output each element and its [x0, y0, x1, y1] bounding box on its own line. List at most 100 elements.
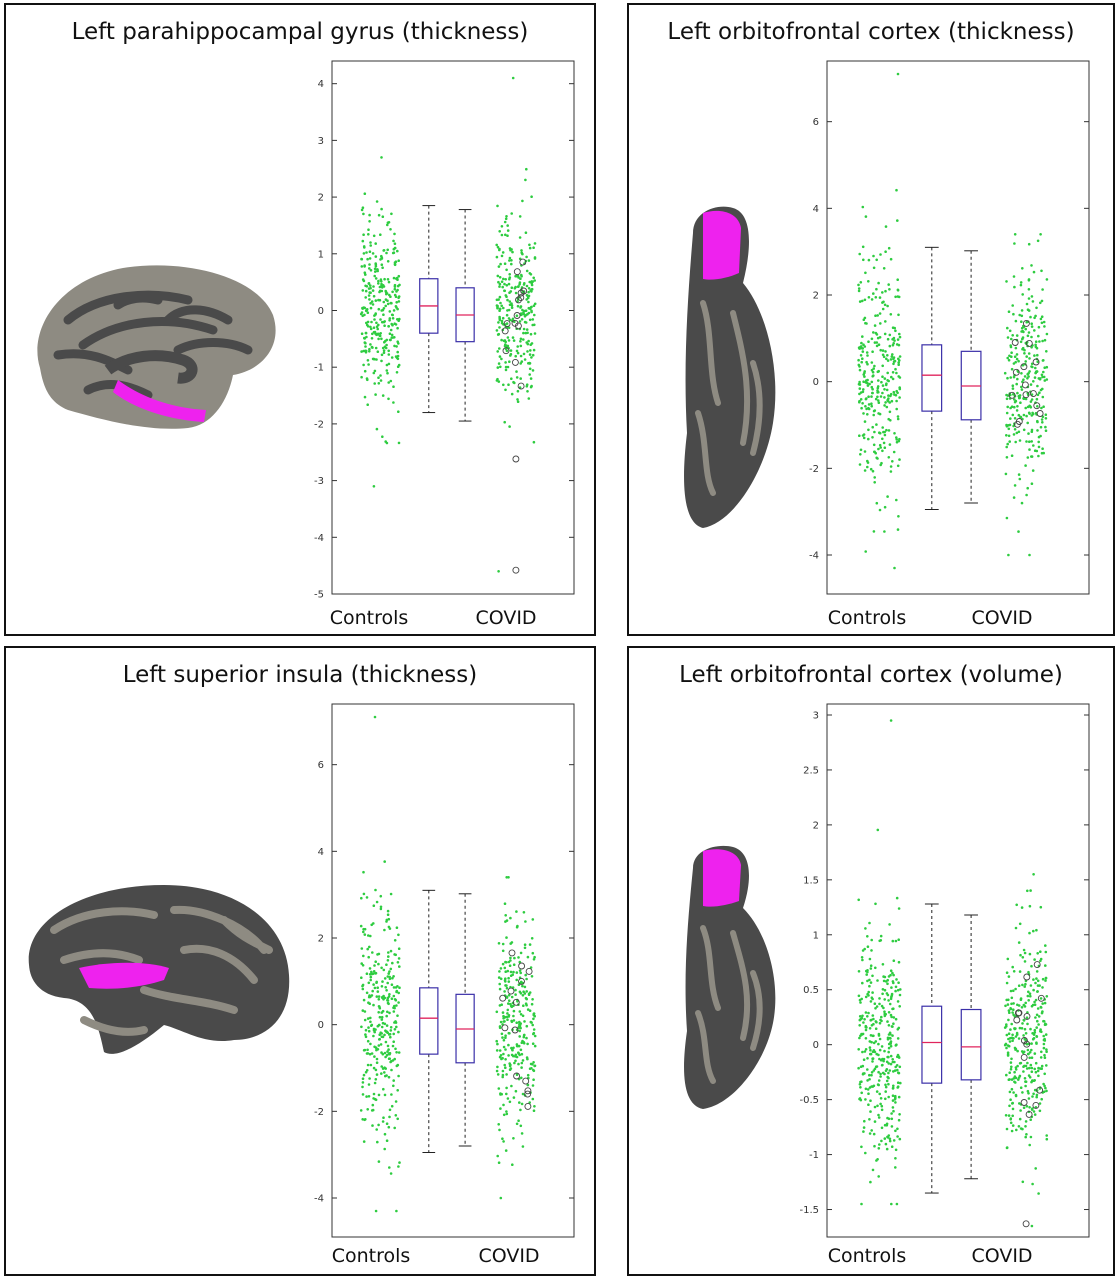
data-point: [1021, 983, 1024, 987]
data-point: [500, 254, 504, 258]
data-point: [519, 1048, 523, 1052]
data-point: [517, 1062, 520, 1066]
data-point: [858, 387, 862, 390]
data-point: [499, 365, 502, 369]
data-point: [891, 377, 895, 381]
data-point: [1017, 1076, 1021, 1079]
y-tick-label: 0: [318, 306, 324, 317]
data-point: [894, 1017, 898, 1021]
data-point: [507, 980, 511, 983]
data-point: [375, 200, 379, 203]
data-point: [864, 995, 868, 999]
data-point: [1014, 1068, 1018, 1071]
data-point: [509, 970, 513, 974]
data-point: [1042, 359, 1045, 362]
data-point: [392, 986, 396, 989]
data-point: [895, 371, 898, 375]
highlighted-point: [524, 1102, 532, 1110]
data-point: [507, 308, 511, 312]
data-point: [873, 409, 877, 412]
data-point: [518, 1035, 521, 1038]
data-point: [1012, 312, 1015, 316]
data-point: [1024, 1125, 1027, 1128]
data-point: [382, 1087, 385, 1091]
data-point: [885, 357, 888, 361]
data-point: [386, 302, 390, 306]
data-point: [397, 363, 401, 367]
data-point: [505, 313, 509, 317]
data-point: [896, 417, 900, 421]
data-point: [506, 344, 510, 348]
data-point: [1032, 978, 1035, 981]
data-point: [362, 930, 365, 934]
data-point: [397, 933, 400, 937]
data-point: [498, 276, 502, 279]
data-point: [1028, 357, 1031, 360]
data-point: [869, 1110, 872, 1113]
data-point: [372, 326, 376, 330]
data-point: [1021, 1180, 1025, 1184]
data-point: [393, 283, 397, 287]
data-point: [397, 342, 400, 345]
data-point: [496, 333, 500, 336]
data-point: [372, 1092, 376, 1096]
data-point: [369, 1042, 372, 1046]
data-point: [507, 999, 511, 1002]
data-point: [1012, 1037, 1015, 1040]
data-point: [880, 1004, 884, 1008]
data-point: [1045, 278, 1049, 281]
data-point: [532, 1017, 535, 1021]
data-point: [390, 1068, 393, 1072]
data-point: [510, 1046, 513, 1050]
data-point: [869, 1099, 872, 1102]
data-point: [372, 1097, 375, 1100]
data-point: [388, 1108, 392, 1112]
data-point: [876, 1158, 879, 1161]
data-point: [381, 394, 385, 397]
data-point: [499, 1020, 503, 1024]
data-point: [877, 412, 880, 415]
data-point: [888, 344, 892, 348]
data-point: [1025, 493, 1028, 497]
data-point: [857, 289, 861, 293]
data-point: [369, 269, 373, 272]
data-point: [375, 358, 378, 361]
data-point: [1021, 329, 1024, 333]
data-point: [876, 828, 880, 832]
data-point: [361, 306, 364, 310]
data-point: [497, 362, 501, 365]
data-point: [857, 358, 860, 362]
data-point: [898, 1065, 902, 1069]
data-point: [1041, 395, 1045, 399]
data-point: [387, 221, 391, 224]
data-point: [866, 381, 869, 385]
data-point: [504, 1058, 507, 1061]
data-point: [1019, 415, 1022, 419]
data-point: [1034, 1016, 1037, 1019]
outlier-point: [512, 566, 520, 574]
data-point: [1030, 440, 1033, 443]
data-point: [382, 300, 386, 304]
data-point: [502, 1014, 505, 1018]
data-point: [870, 368, 874, 372]
data-point: [1040, 315, 1044, 319]
data-point: [362, 892, 366, 896]
data-point: [870, 1073, 873, 1077]
y-tick-label: 1: [318, 249, 324, 260]
data-point: [862, 412, 865, 415]
data-point: [396, 350, 399, 354]
data-point: [508, 964, 512, 967]
data-point: [865, 1026, 868, 1029]
data-point: [867, 437, 870, 441]
data-point: [377, 995, 381, 998]
data-point: [533, 302, 537, 306]
data-point: [518, 1053, 521, 1057]
data-point: [516, 400, 520, 404]
data-point: [495, 304, 499, 307]
data-point: [1036, 353, 1039, 357]
data-point: [523, 985, 527, 989]
data-point: [870, 1024, 874, 1027]
y-tick-label: 2: [813, 820, 819, 831]
data-point: [499, 1107, 502, 1110]
data-point: [863, 370, 866, 373]
